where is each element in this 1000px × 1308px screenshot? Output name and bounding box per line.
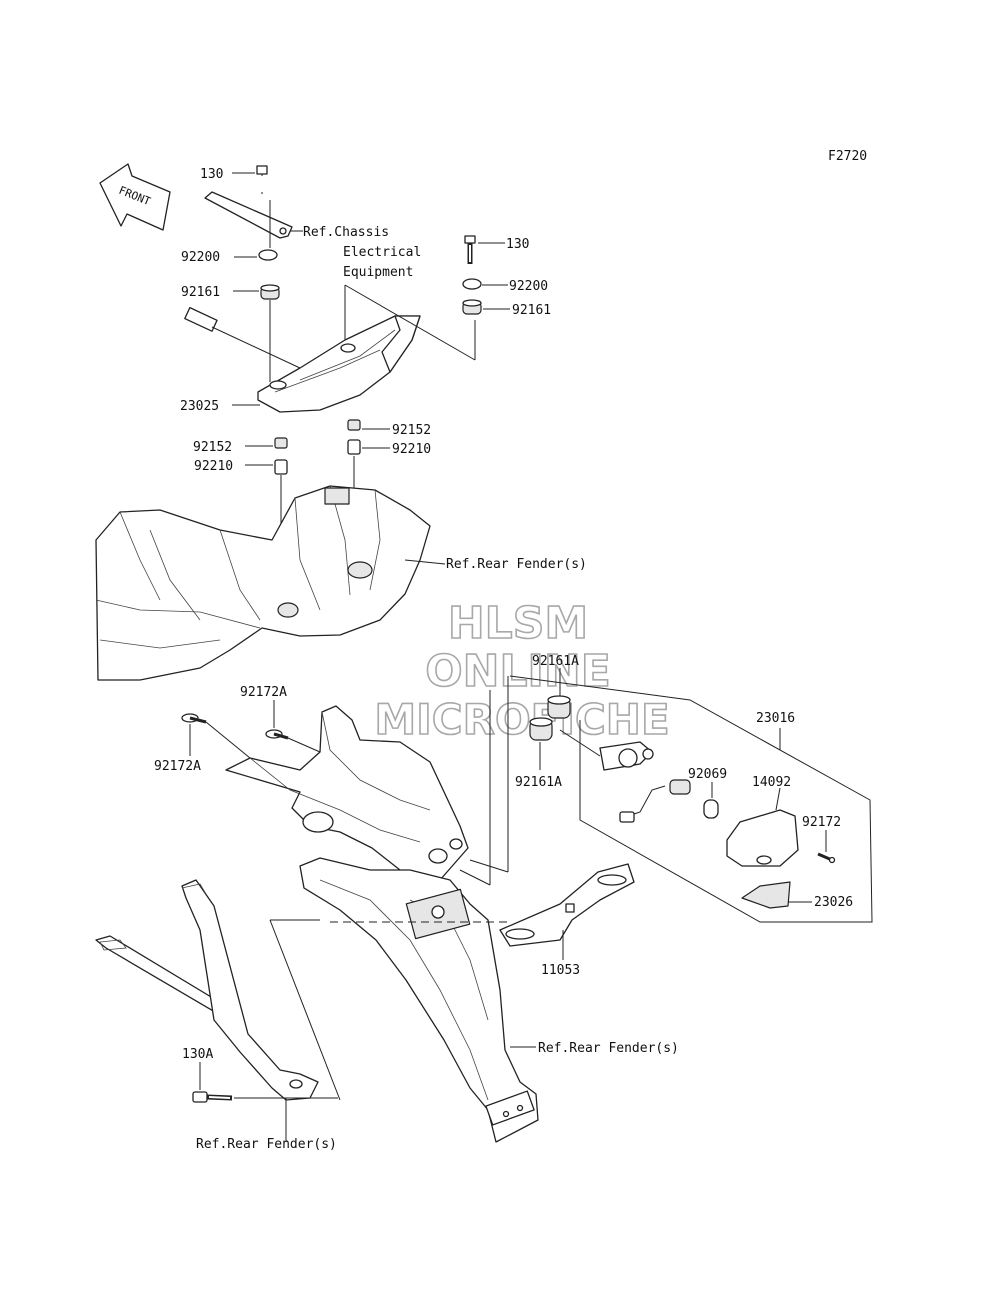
screw-92172A-right[interactable]	[265, 729, 289, 740]
ref-chassis-line-1: Ref.Chassis	[303, 225, 389, 240]
grommet-92161-right[interactable]	[462, 299, 482, 315]
watermark-line-3: MICROFICHE	[374, 695, 669, 744]
label-92210-right: 92210	[392, 442, 431, 457]
socket-92069-wiring[interactable]	[619, 779, 691, 823]
rear-fender-upper	[95, 485, 431, 681]
grab-rail-stay	[95, 879, 319, 1101]
grommet-92161A-lower[interactable]	[529, 717, 553, 741]
rear-fender-lower	[299, 857, 539, 1143]
lamp-housing-bracket[interactable]	[559, 729, 654, 771]
label-92152-left: 92152	[193, 440, 232, 455]
grommet-92161A-upper[interactable]	[547, 695, 571, 719]
bolt-130-left[interactable]	[256, 165, 268, 194]
lens-14092[interactable]	[726, 809, 799, 867]
label-92210-left: 92210	[194, 459, 233, 474]
bolt-130-right[interactable]	[464, 235, 476, 264]
label-130A: 130A	[182, 1047, 213, 1062]
front-arrow-icon: FRONT	[99, 163, 171, 231]
watermark-line-2: ONLINE	[425, 646, 611, 697]
collar-92152-right[interactable]	[347, 419, 361, 431]
grommet-92161-left[interactable]	[260, 284, 280, 300]
label-ref-rear-fender-1: Ref.Rear Fender(s)	[446, 557, 587, 572]
label-92172: 92172	[802, 815, 841, 830]
label-92161A-upper: 92161A	[532, 654, 579, 669]
label-92172A-left: 92172A	[154, 759, 201, 774]
label-92161-right: 92161	[512, 303, 551, 318]
label-92200-right: 92200	[509, 279, 548, 294]
label-92200-left: 92200	[181, 250, 220, 265]
label-ref-rear-fender-2: Ref.Rear Fender(s)	[538, 1041, 679, 1056]
label-92069: 92069	[688, 767, 727, 782]
watermark-line-1: HLSM	[448, 598, 588, 649]
assembly-23016-frame	[509, 675, 873, 923]
tail-lamp-23025[interactable]	[184, 306, 421, 413]
bulb-92069[interactable]	[703, 799, 719, 819]
nut-92210-left[interactable]	[274, 459, 288, 475]
ref-chassis-line-2: Electrical	[343, 245, 421, 260]
washer-92200-right[interactable]	[462, 278, 482, 290]
label-130-right: 130	[506, 237, 529, 252]
watermark: HLSM ONLINE MICROFICHE	[374, 597, 671, 745]
label-23026: 23026	[814, 895, 853, 910]
nut-92210-right[interactable]	[347, 439, 361, 455]
label-11053: 11053	[541, 963, 580, 978]
label-130-left: 130	[200, 167, 223, 182]
label-92161A-lower: 92161A	[515, 775, 562, 790]
figure-code: F2720	[828, 149, 867, 164]
screw-92172[interactable]	[817, 852, 836, 864]
label-92152-right: 92152	[392, 423, 431, 438]
label-92172A-right: 92172A	[240, 685, 287, 700]
collar-92152-left[interactable]	[274, 437, 288, 449]
washer-92200-left[interactable]	[258, 249, 278, 261]
bolt-130A[interactable]	[192, 1091, 233, 1103]
label-92161-left: 92161	[181, 285, 220, 300]
ground-strap[interactable]	[204, 191, 293, 239]
label-ref-rear-fender-3: Ref.Rear Fender(s)	[196, 1137, 337, 1152]
label-23016: 23016	[756, 711, 795, 726]
rear-fender-bracket	[225, 705, 469, 881]
gasket-23026[interactable]	[741, 881, 791, 909]
license-bracket-11053[interactable]	[499, 863, 635, 947]
ref-chassis-line-3: Equipment	[343, 265, 413, 280]
label-14092: 14092	[752, 775, 791, 790]
screw-92172A-left[interactable]	[181, 713, 207, 724]
label-23025: 23025	[180, 399, 219, 414]
ref-chassis-label: Ref.Chassis Electrical Equipment	[303, 225, 421, 280]
